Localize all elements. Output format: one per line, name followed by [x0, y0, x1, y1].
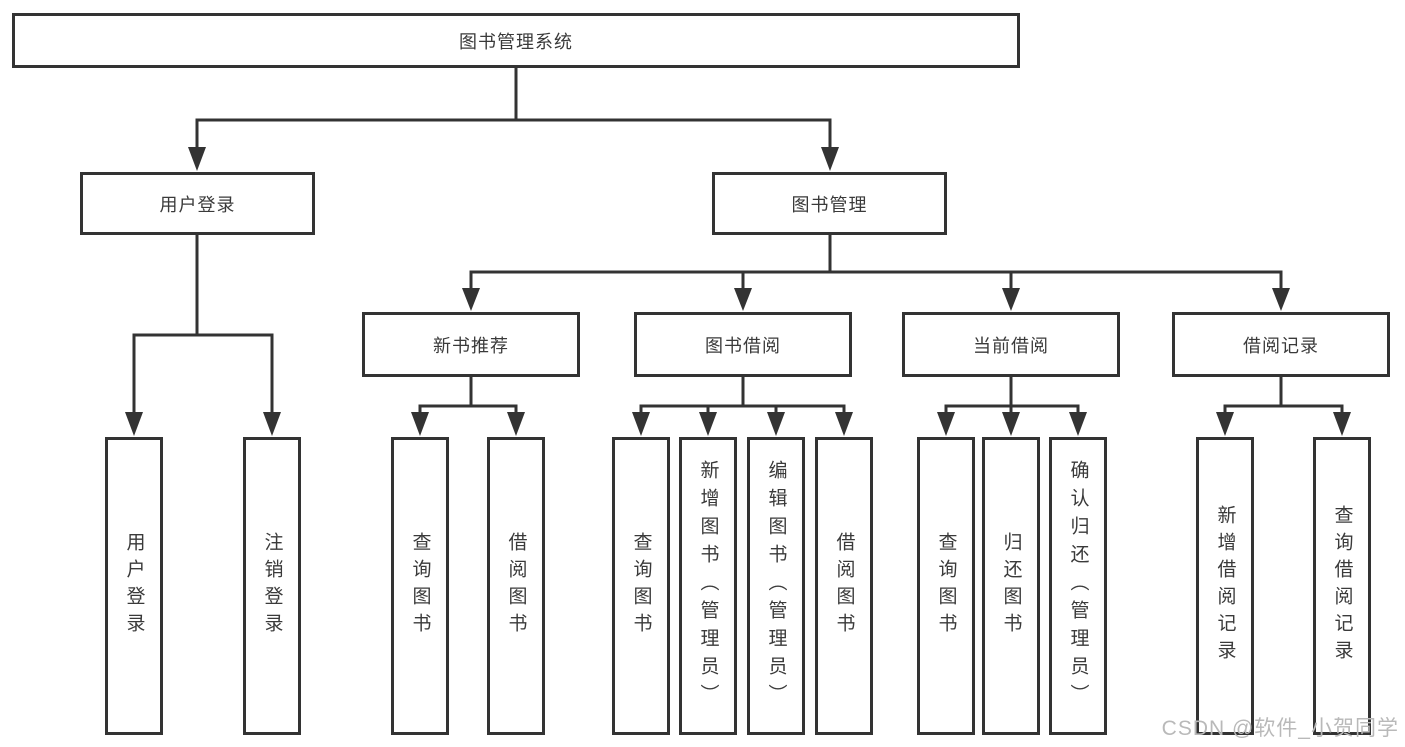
leaf-label: 借阅图书 [833, 532, 855, 640]
leaf-label: 查询借阅记录 [1331, 505, 1353, 667]
leaf-query-borrow-record: 查询借阅记录 [1313, 437, 1371, 735]
node-new-book-recommend: 新书推荐 [362, 312, 580, 377]
node-label: 图书借阅 [705, 335, 781, 356]
leaf-user-login: 用户登录 [105, 437, 163, 735]
node-current-borrow: 当前借阅 [902, 312, 1120, 377]
leaf-label: 借阅图书 [505, 532, 527, 640]
node-label: 图书管理系统 [459, 31, 573, 52]
node-label: 用户登录 [159, 194, 236, 215]
leaf-edit-book-admin: 编辑图书（管理员） [747, 437, 805, 735]
leaf-label: 确认归还（管理员） [1067, 460, 1089, 712]
node-library-management-system: 图书管理系统 [12, 13, 1020, 68]
node-book-borrow: 图书借阅 [634, 312, 852, 377]
leaf-label: 新增图书（管理员） [697, 460, 719, 712]
node-label: 当前借阅 [973, 335, 1049, 356]
leaf-query-book-current: 查询图书 [917, 437, 975, 735]
node-label: 借阅记录 [1243, 335, 1319, 356]
leaf-label: 归还图书 [1000, 532, 1022, 640]
leaf-add-book-admin: 新增图书（管理员） [679, 437, 737, 735]
leaf-label: 查询图书 [409, 532, 431, 640]
leaf-label: 查询图书 [935, 532, 957, 640]
leaf-query-book-borrow: 查询图书 [612, 437, 670, 735]
leaf-confirm-return-admin: 确认归还（管理员） [1049, 437, 1107, 735]
leaf-return-book: 归还图书 [982, 437, 1040, 735]
node-user-login: 用户登录 [80, 172, 315, 235]
csdn-watermark: CSDN @软件_小贺同学 [1161, 717, 1399, 740]
leaf-label: 注销登录 [261, 532, 283, 640]
leaf-borrow-book: 借阅图书 [815, 437, 873, 735]
node-label: 新书推荐 [433, 335, 509, 356]
leaf-borrow-book-recommend: 借阅图书 [487, 437, 545, 735]
leaf-label: 用户登录 [123, 532, 145, 640]
leaf-query-book-recommend: 查询图书 [391, 437, 449, 735]
node-book-management: 图书管理 [712, 172, 947, 235]
node-borrow-records: 借阅记录 [1172, 312, 1390, 377]
leaf-logout: 注销登录 [243, 437, 301, 735]
leaf-label: 编辑图书（管理员） [765, 460, 787, 712]
leaf-label: 查询图书 [630, 532, 652, 640]
leaf-add-borrow-record: 新增借阅记录 [1196, 437, 1254, 735]
node-label: 图书管理 [791, 194, 868, 215]
leaf-label: 新增借阅记录 [1214, 505, 1236, 667]
